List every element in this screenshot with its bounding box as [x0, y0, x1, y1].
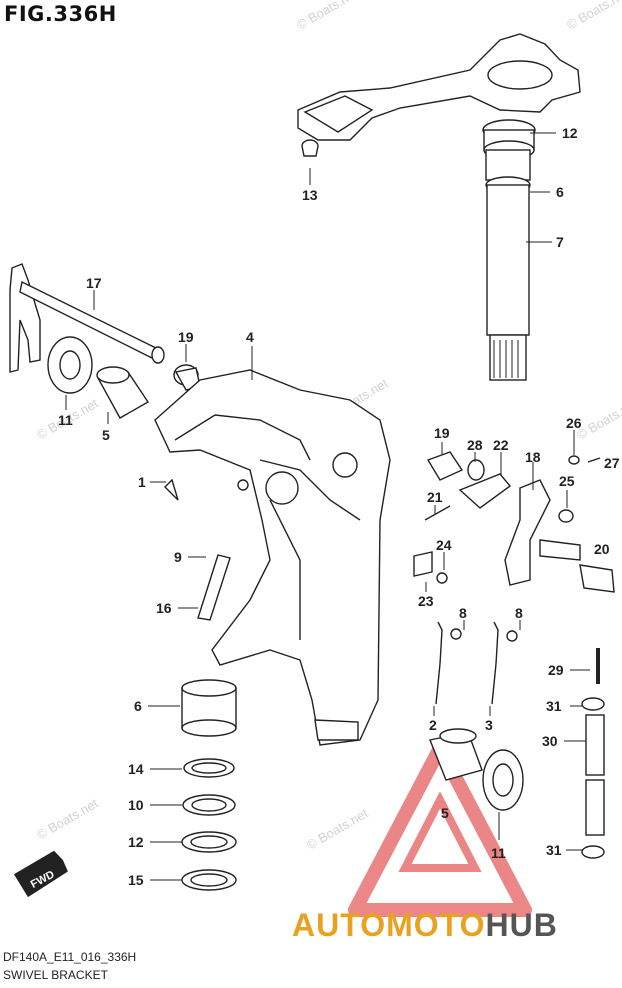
callout-26: 26 [566, 415, 582, 431]
watermark-6: © Boats.net [34, 795, 101, 842]
callout-15: 15 [128, 872, 144, 888]
callout-29: 29 [548, 662, 564, 678]
callout-5-top: 5 [102, 427, 110, 443]
callout-31-top: 31 [546, 698, 562, 714]
figure-code: DF140A_E11_016_336H [3, 950, 137, 964]
callout-22: 22 [493, 437, 509, 453]
fwd-badge: FWD [13, 850, 68, 898]
brand-triangle [348, 741, 532, 917]
callout-4: 4 [246, 329, 254, 345]
steering-shaft-assembly [297, 33, 581, 381]
callout-7: 7 [556, 234, 564, 250]
callout-27: 27 [604, 455, 620, 471]
brand-part2: HUB [485, 907, 557, 943]
callout-12-bottom: 12 [128, 834, 144, 850]
callout-18: 18 [525, 449, 541, 465]
callout-19-left: 19 [178, 329, 194, 345]
callout-21: 21 [427, 489, 443, 505]
callouts: 12 13 6 7 17 19 4 11 5 1 19 28 22 [58, 125, 620, 888]
watermark-7: © Boats.net [304, 805, 371, 852]
swivel-bracket-body [154, 369, 391, 746]
callout-6-bottom: 6 [134, 698, 142, 714]
callout-8-left: 8 [459, 605, 467, 621]
figure-title: FIG.336H [4, 2, 117, 26]
lower-left-parts [164, 478, 524, 891]
callout-19-right: 19 [434, 425, 450, 441]
callout-5-bottom: 5 [441, 805, 449, 821]
watermark-1: © Boats.net [294, 0, 361, 33]
callout-6-top: 6 [556, 184, 564, 200]
watermark-2: © Boats.net [564, 0, 622, 33]
upper-small-parts [9, 263, 201, 419]
callout-9: 9 [174, 549, 182, 565]
callout-13: 13 [302, 187, 318, 203]
callout-24: 24 [436, 537, 452, 553]
callout-12-top: 12 [562, 125, 578, 141]
callout-11-bottom: 11 [491, 845, 506, 861]
callout-11-top: 11 [58, 412, 73, 428]
callout-8-right: 8 [515, 605, 523, 621]
callout-16: 16 [156, 600, 172, 616]
callout-31-bottom: 31 [546, 842, 562, 858]
brand-logo: AUTOMOTOHUB [292, 907, 558, 943]
brand-part1: AUTOMOTO [292, 907, 485, 943]
callout-10: 10 [128, 797, 144, 813]
callout-23: 23 [418, 593, 434, 609]
callout-25: 25 [559, 473, 575, 489]
callout-3: 3 [485, 717, 493, 733]
callout-20: 20 [594, 541, 610, 557]
callout-17: 17 [86, 275, 102, 291]
callout-1: 1 [138, 474, 146, 490]
callout-30: 30 [542, 733, 558, 749]
figure-name: SWIVEL BRACKET [3, 968, 108, 982]
callout-2: 2 [429, 717, 437, 733]
svg-text:AUTOMOTOHUB: AUTOMOTOHUB [292, 907, 558, 943]
right-side-parts [413, 451, 615, 859]
callout-28: 28 [467, 437, 483, 453]
callout-14: 14 [128, 761, 144, 777]
